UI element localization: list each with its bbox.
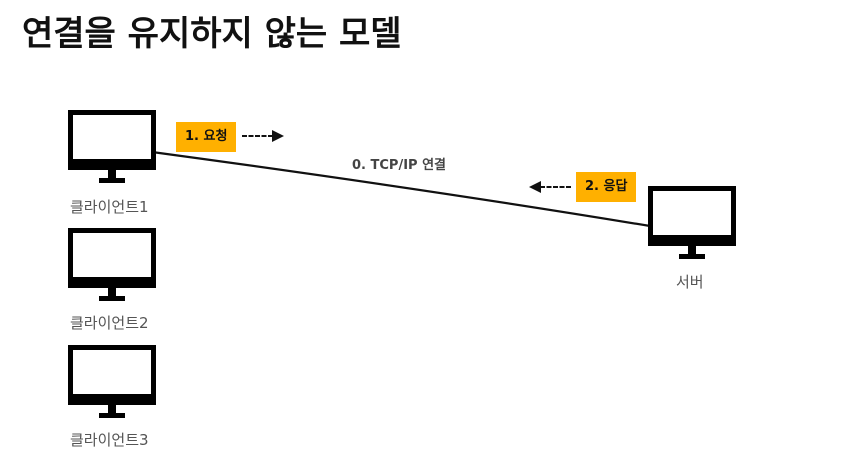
- client-1-label: 클라이언트1: [70, 198, 149, 216]
- client-2-label: 클라이언트2: [70, 314, 149, 332]
- response-badge: 2. 응답: [576, 172, 637, 202]
- response-arrow-icon: [529, 181, 572, 193]
- page-title: 연결을 유지하지 않는 모델: [22, 14, 402, 54]
- client-3-monitor-icon: [68, 345, 156, 418]
- request-arrow-icon: [242, 130, 284, 142]
- server-monitor-icon: [648, 186, 736, 259]
- request-badge: 1. 요청: [176, 122, 237, 152]
- server-label: 서버: [676, 273, 704, 291]
- tcp-ip-connection-label: 0. TCP/IP 연결: [352, 158, 447, 173]
- client-2-monitor-icon: [68, 228, 156, 301]
- client-3-label: 클라이언트3: [70, 431, 149, 449]
- tcp-ip-connection-line: [151, 150, 651, 228]
- client-1-monitor-icon: [68, 110, 156, 183]
